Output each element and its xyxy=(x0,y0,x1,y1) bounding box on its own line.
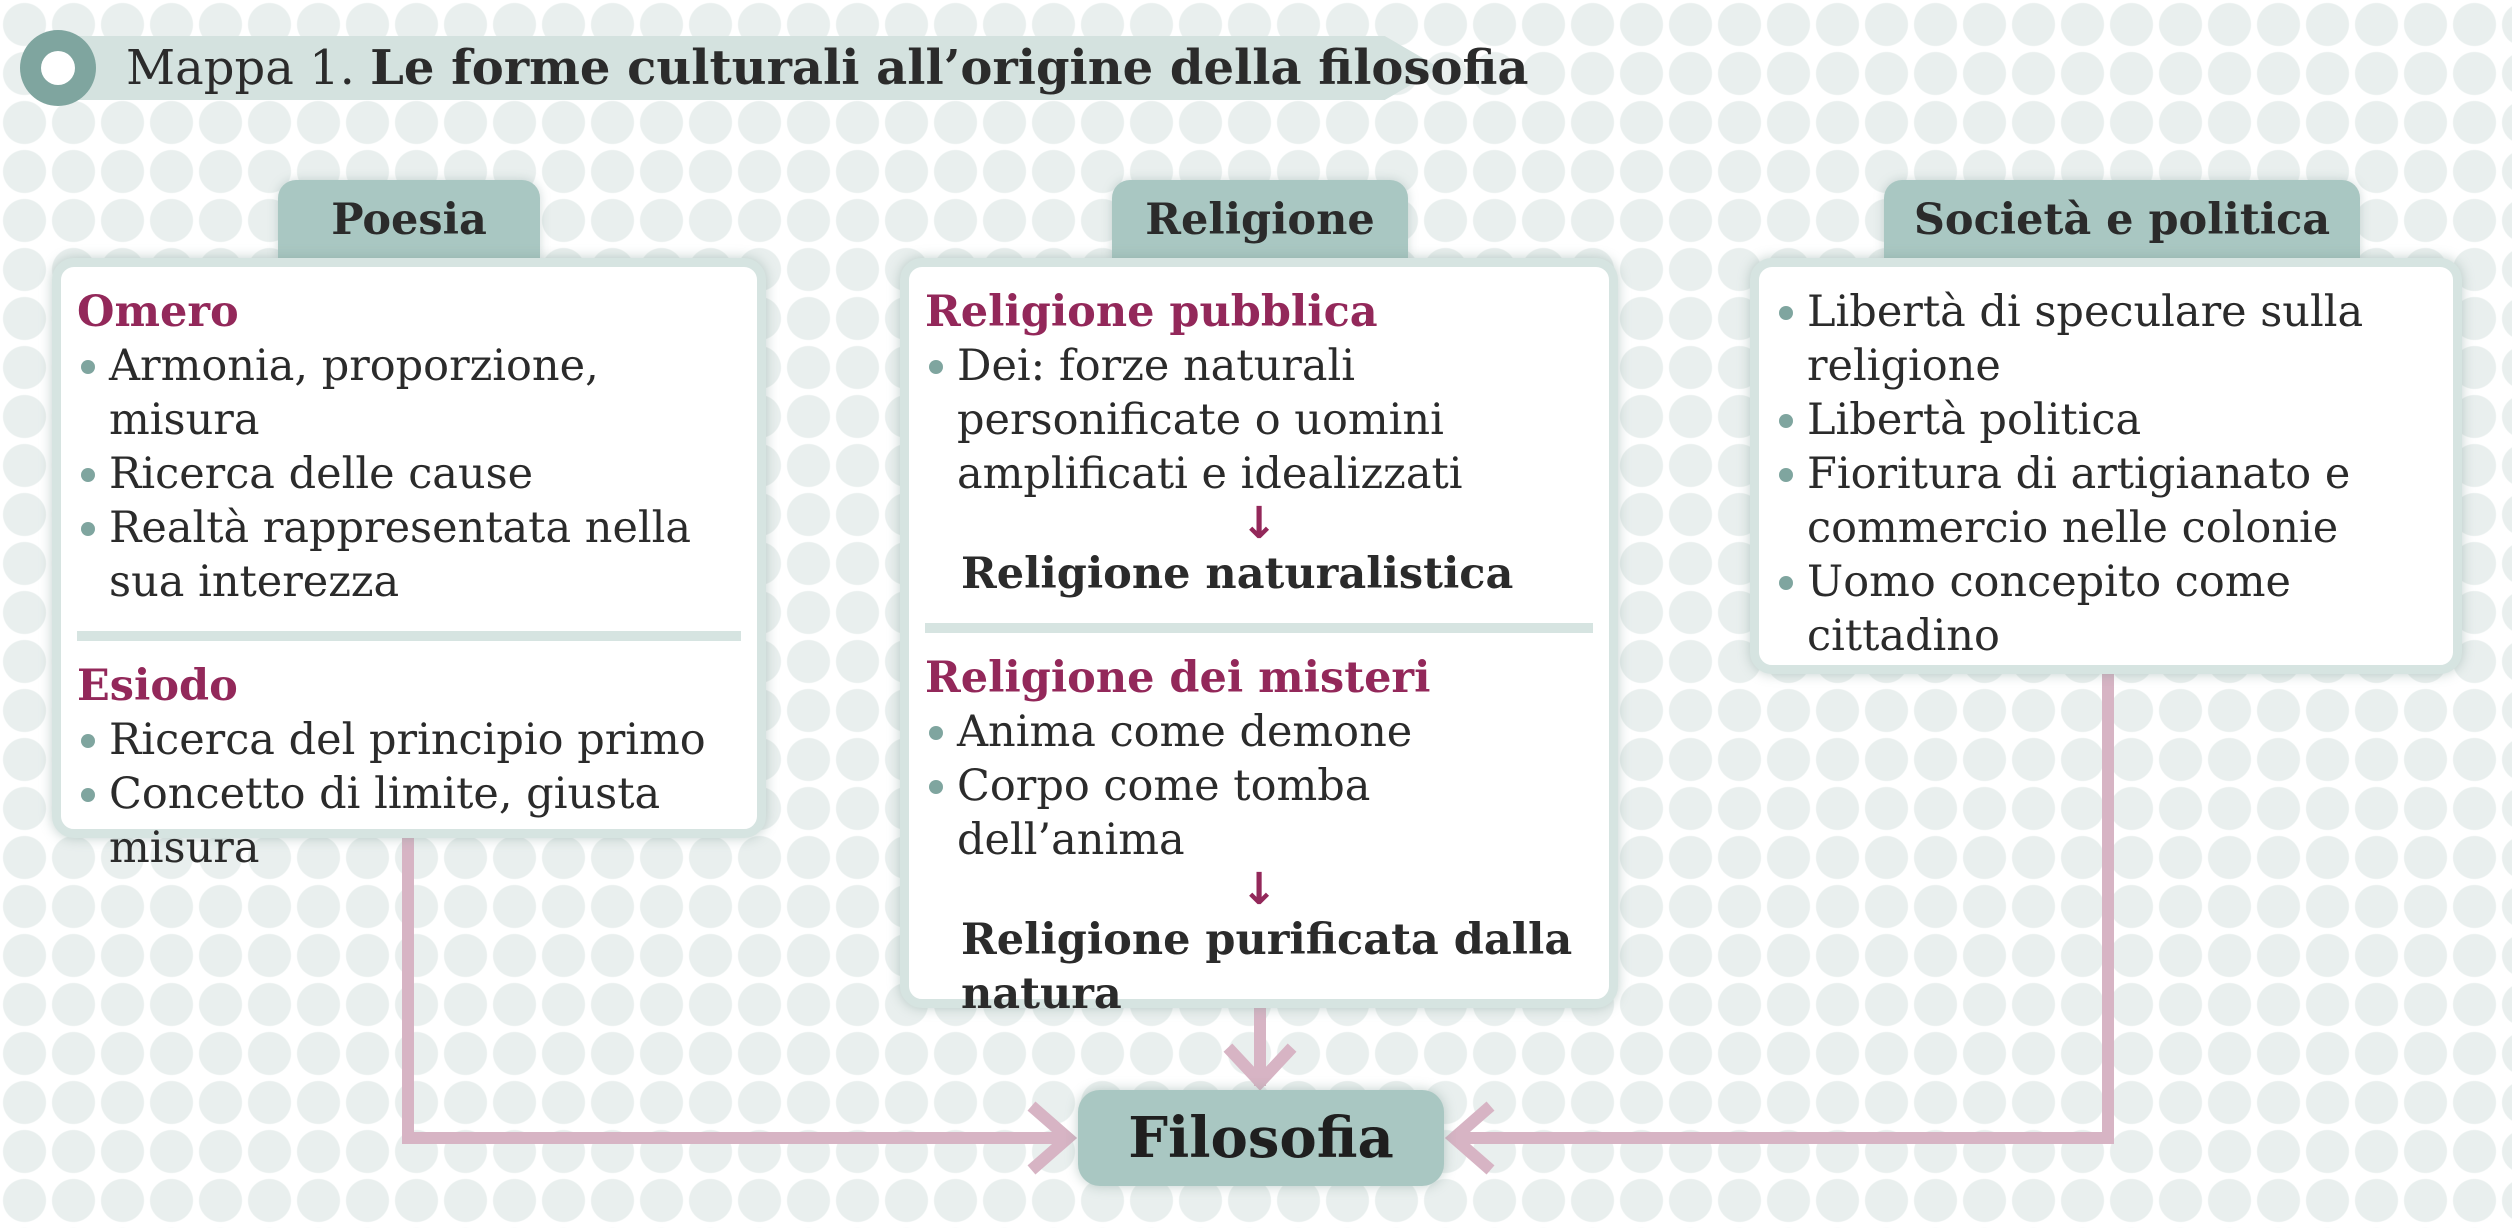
list-item: Armonia, proporzione, misura xyxy=(77,339,741,447)
result-religione-naturalistica: Religione naturalistica xyxy=(961,549,1514,599)
heading-esiodo: Esiodo xyxy=(77,661,238,711)
section-divider xyxy=(77,631,741,641)
tab-societa-politica: Società e politica xyxy=(1884,180,2360,260)
arrowhead-poesia xyxy=(1027,1101,1078,1175)
box-societa-politica: Libertà di speculare sulla religione Lib… xyxy=(1750,258,2462,674)
result-religione-purificata: Religione purificata dalla natura xyxy=(961,915,1573,1019)
tab-religione: Religione xyxy=(1112,180,1408,260)
diagram-title: Mappa 1. Le forme culturali all’origine … xyxy=(126,34,1528,102)
tab-poesia: Poesia xyxy=(278,180,540,260)
list-item: Ricerca del principio primo xyxy=(77,713,741,767)
list-item: Realtà rappresentata nella sua interezza xyxy=(77,501,741,609)
list-item: Libertà politica xyxy=(1775,393,2437,447)
arrow-down-icon: ↓ xyxy=(1240,864,1278,915)
arrowhead-societa xyxy=(1444,1101,1495,1175)
list-item: Corpo come tomba dell’anima xyxy=(925,759,1593,867)
box-religione: Religione pubblica Dei: forze naturali p… xyxy=(900,258,1618,1019)
title-bar: Mappa 1. Le forme culturali all’origine … xyxy=(20,30,1528,106)
circle-bullet-icon xyxy=(20,30,96,106)
connector-poesia xyxy=(402,829,1068,1144)
list-esiodo: Ricerca del principio primo Concetto di … xyxy=(77,713,741,875)
arrow-down-icon: ↓ xyxy=(1240,498,1278,549)
box-poesia: Omero Armonia, proporzione, misura Ricer… xyxy=(52,258,766,873)
connector-societa xyxy=(1454,664,2114,1144)
list-religione-misteri: Anima come demone Corpo come tomba dell’… xyxy=(925,705,1593,867)
title-ribbon xyxy=(60,36,1440,100)
list-item: Ricerca delle cause xyxy=(77,447,741,501)
list-item: Uomo concepito come cittadino xyxy=(1775,555,2437,663)
list-item: Libertà di speculare sulla religione xyxy=(1775,285,2437,393)
list-omero: Armonia, proporzione, misura Ricerca del… xyxy=(77,339,741,609)
section-divider xyxy=(925,623,1593,633)
title-prefix: Mappa 1. xyxy=(126,40,355,96)
heading-religione-pubblica: Religione pubblica xyxy=(925,287,1378,337)
list-societa-politica: Libertà di speculare sulla religione Lib… xyxy=(1775,285,2437,663)
list-item: Concetto di limite, giusta misura xyxy=(77,767,741,875)
list-religione-pubblica: Dei: forze naturali personificate o uomi… xyxy=(925,339,1593,501)
node-filosofia: Filosofia xyxy=(1078,1090,1444,1186)
heading-religione-misteri: Religione dei misteri xyxy=(925,653,1431,703)
list-item: Anima come demone xyxy=(925,705,1593,759)
list-item: Fioritura di artigianato e commercio nel… xyxy=(1775,447,2437,555)
list-item: Dei: forze naturali personificate o uomi… xyxy=(925,339,1593,501)
arrowhead-religione xyxy=(1223,1043,1297,1091)
title-main: Le forme culturali all’origine della fil… xyxy=(370,40,1529,96)
heading-omero: Omero xyxy=(77,287,239,337)
